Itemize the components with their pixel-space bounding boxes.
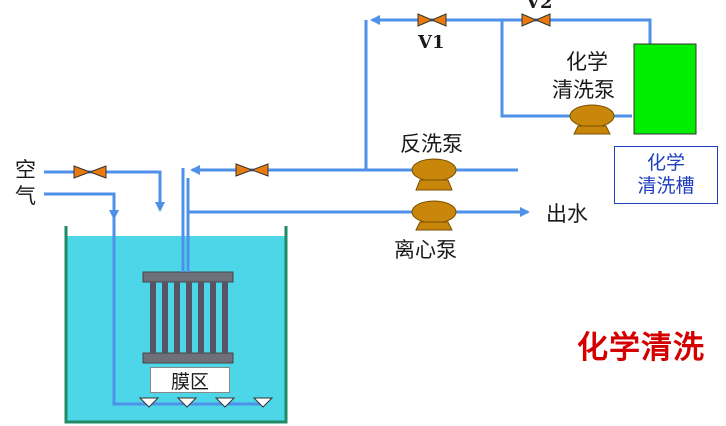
valve-air[interactable] bbox=[73, 165, 107, 179]
air-inlet-pipe-2 bbox=[44, 192, 119, 220]
centrifugal-pump-label: 离心泵 bbox=[394, 238, 457, 262]
diffuser bbox=[252, 397, 274, 408]
chem-pump-label-1: 化学 bbox=[566, 50, 608, 74]
membrane-tank bbox=[64, 226, 288, 424]
diagram-title: 化学清洗 bbox=[577, 330, 705, 366]
chem-tank-label-2: 清洗槽 bbox=[637, 175, 695, 197]
aeration-pipe bbox=[112, 196, 262, 406]
chem-pump-label-2: 清洗泵 bbox=[552, 78, 615, 102]
valve-v1-label: V1 bbox=[418, 32, 445, 53]
diffuser bbox=[176, 397, 198, 408]
valve-v2[interactable] bbox=[521, 13, 551, 27]
diffuser bbox=[214, 397, 236, 408]
chem-tank-label: 化学 清洗槽 bbox=[614, 146, 718, 204]
membrane-zone-label: 膜区 bbox=[150, 367, 230, 393]
membrane-module bbox=[142, 271, 234, 364]
backwash-pump[interactable] bbox=[411, 158, 457, 191]
air-inlet-pipe bbox=[44, 170, 165, 212]
backwash-pump-label: 反洗泵 bbox=[400, 132, 463, 156]
centrifugal-pump[interactable] bbox=[411, 200, 457, 231]
chem-cleaning-tank bbox=[633, 43, 697, 135]
air-label-bottom: 气 bbox=[15, 184, 36, 208]
chem-tank-label-1: 化学 bbox=[646, 152, 685, 175]
chem-return-line bbox=[370, 15, 652, 70]
valve-backwash[interactable] bbox=[235, 163, 269, 177]
valve-v2-label: V2 bbox=[526, 0, 553, 13]
diffuser bbox=[138, 397, 160, 408]
outlet-label: 出水 bbox=[546, 202, 588, 226]
air-label-top: 空 bbox=[15, 158, 36, 182]
chem-cleaning-pump[interactable] bbox=[569, 104, 615, 135]
valve-v1[interactable] bbox=[417, 13, 447, 27]
